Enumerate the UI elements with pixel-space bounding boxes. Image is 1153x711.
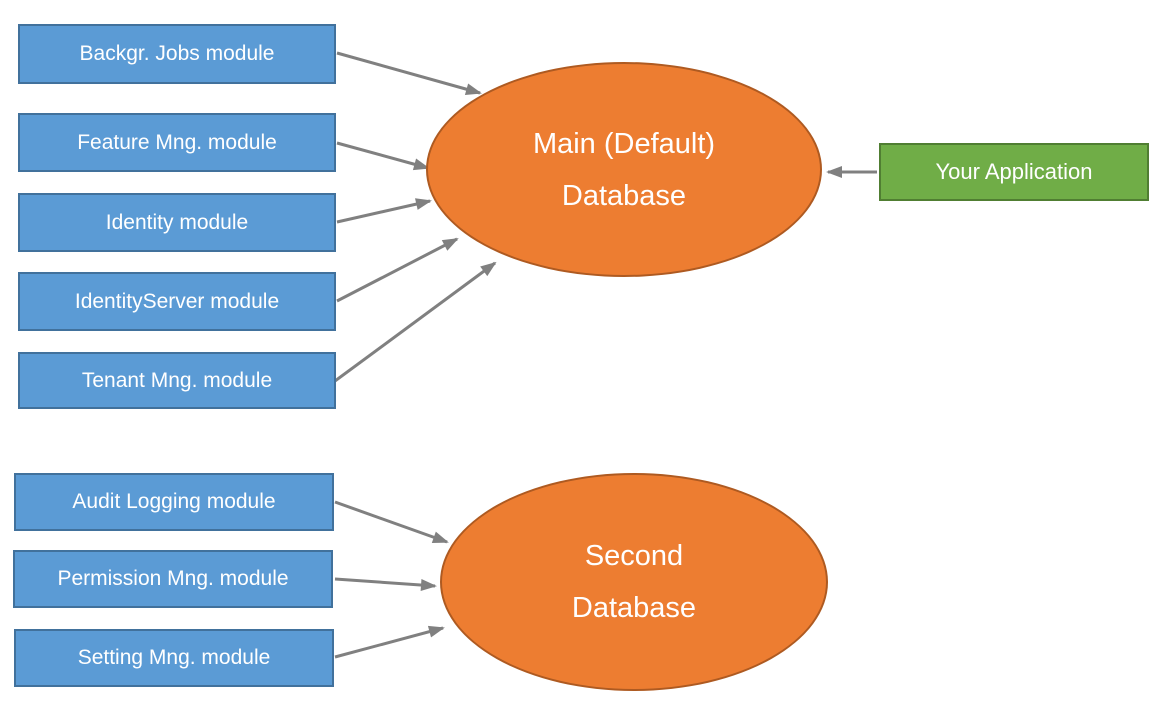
second-database-label-line2: Database <box>571 592 697 624</box>
tenant-mng-module-box: Tenant Mng. module <box>18 352 336 409</box>
identityserver-module-box: IdentityServer module <box>18 272 336 331</box>
audit-logging-module-box: Audit Logging module <box>14 473 334 531</box>
identityserver-module-label: IdentityServer module <box>74 289 280 313</box>
permission-mng-module-box: Permission Mng. module <box>13 550 333 608</box>
your-application-label: Your Application <box>935 159 1093 184</box>
main-database-label-line2: Database <box>561 179 687 212</box>
second-database-label-line1: Second <box>584 540 684 572</box>
arrow-backgr-jobs-to-main-db <box>336 51 482 96</box>
setting-mng-module-label: Setting Mng. module <box>77 646 271 669</box>
identity-module-label: Identity module <box>105 210 249 234</box>
arrow-identity-to-main-db <box>336 198 432 224</box>
arrow-permission-mng-to-second-db <box>334 577 437 592</box>
permission-mng-module-label: Permission Mng. module <box>57 567 289 590</box>
tenant-mng-module-label: Tenant Mng. module <box>81 368 273 392</box>
feature-mng-module-label: Feature Mng. module <box>77 130 277 154</box>
feature-mng-module-box: Feature Mng. module <box>18 113 336 172</box>
arrow-setting-mng-to-second-db <box>334 625 445 659</box>
arrow-audit-logging-to-second-db <box>334 500 449 544</box>
backgr-jobs-module-box: Backgr. Jobs module <box>18 24 336 84</box>
setting-mng-module-box: Setting Mng. module <box>14 629 334 687</box>
arrow-feature-mng-to-main-db <box>336 141 430 171</box>
backgr-jobs-module-label: Backgr. Jobs module <box>79 42 275 65</box>
arrow-tenant-mng-to-main-db <box>334 261 497 383</box>
main-database-ellipse: Main (Default) Database <box>426 62 822 277</box>
audit-logging-module-label: Audit Logging module <box>72 490 276 513</box>
arrow-identityserver-to-main-db <box>336 237 459 303</box>
identity-module-box: Identity module <box>18 193 336 252</box>
second-database-ellipse: Second Database <box>440 473 828 691</box>
your-application-box: Your Application <box>879 143 1149 201</box>
main-database-label-line1: Main (Default) <box>532 127 716 160</box>
